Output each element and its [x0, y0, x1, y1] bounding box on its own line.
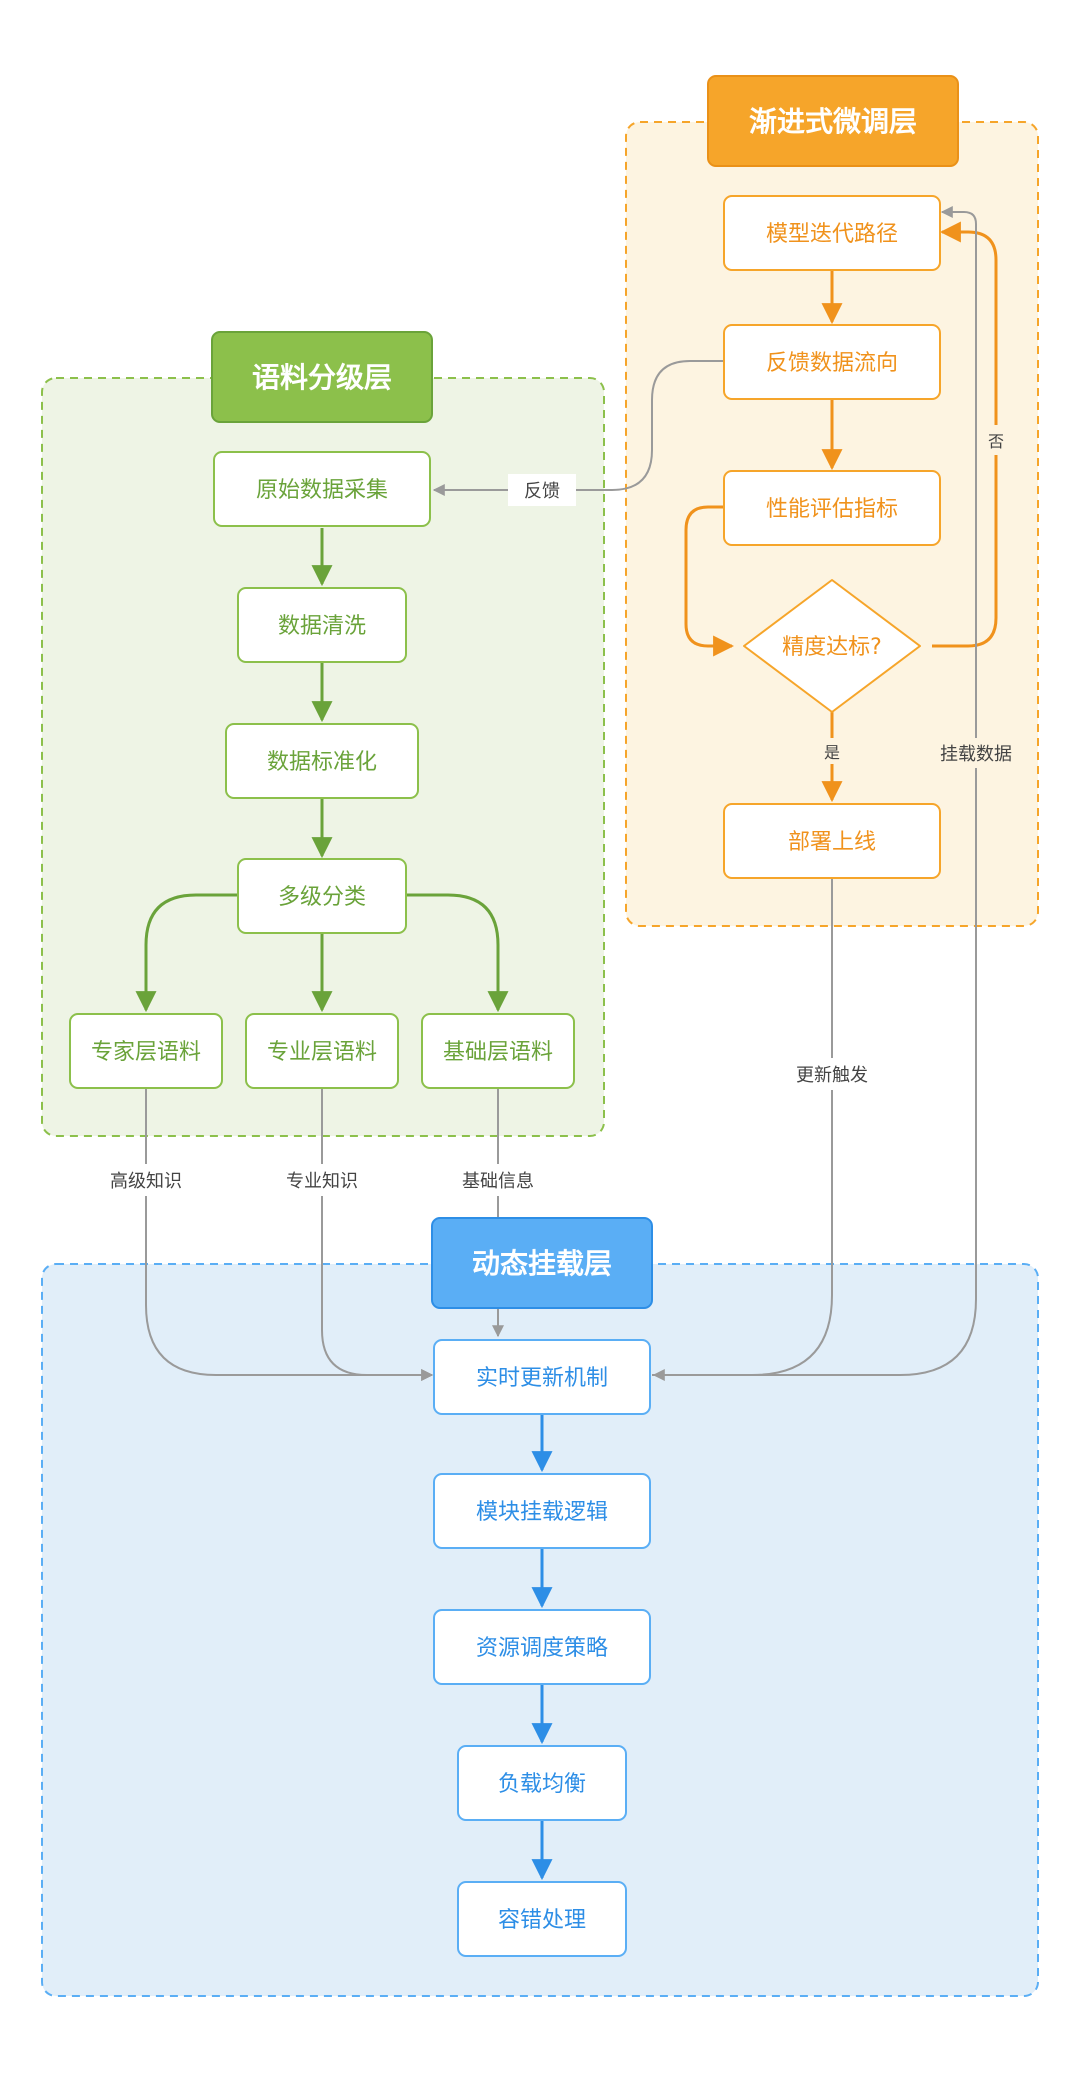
node-multi-classify-label: 多级分类 [278, 885, 366, 910]
node-clean-label: 数据清洗 [278, 614, 366, 639]
node-module-mount-label: 模块挂载逻辑 [476, 1500, 608, 1525]
edge-pro-to-realtime [321, 1088, 434, 1381]
edge-label-pro-knowledge: 专业知识 [286, 1171, 358, 1192]
node-accuracy-check-label: 精度达标? [782, 635, 882, 660]
finetune-layer-title: 渐进式微调层 [707, 75, 959, 167]
node-realtime-update: 实时更新机制 [433, 1339, 651, 1415]
edge-classify-to-base [404, 893, 509, 1013]
node-standardize: 数据标准化 [225, 723, 419, 799]
node-base-corpus-label: 基础层语料 [443, 1040, 553, 1065]
node-base-corpus: 基础层语料 [421, 1013, 575, 1089]
edge-label-no: 否 [988, 432, 1004, 451]
corpus-layer-title: 语料分级层 [211, 331, 433, 423]
edge-feedback-to-collect [432, 360, 726, 496]
node-resource-sched: 资源调度策略 [433, 1609, 651, 1685]
edge-label-base-info: 基础信息 [462, 1171, 534, 1192]
edge-label-no-group: 否 [986, 425, 1006, 455]
edge-label-feedback-group: 反馈 [508, 474, 576, 506]
edge-mount-data-to-iter [652, 206, 977, 1376]
edge-deploy-to-realtime [652, 878, 833, 1381]
node-realtime-update-label: 实时更新机制 [476, 1366, 608, 1391]
node-raw-collect-label: 原始数据采集 [256, 478, 388, 503]
node-module-mount: 模块挂载逻辑 [433, 1473, 651, 1549]
edge-label-base-info-group: 基础信息 [450, 1164, 546, 1196]
node-expert-corpus: 专家层语料 [69, 1013, 223, 1089]
edge-label-mount-data-group: 挂载数据 [930, 738, 1022, 768]
node-load-balance-label: 负载均衡 [498, 1772, 586, 1797]
node-accuracy-check: 精度达标? [743, 579, 921, 713]
edge-label-feedback: 反馈 [524, 481, 560, 502]
node-clean: 数据清洗 [237, 587, 407, 663]
node-raw-collect: 原始数据采集 [213, 451, 431, 527]
node-deploy: 部署上线 [723, 803, 941, 879]
edge-label-advanced-knowledge: 高级知识 [110, 1171, 182, 1192]
edge-classify-to-expert [135, 893, 240, 1013]
node-load-balance: 负载均衡 [457, 1745, 627, 1821]
node-expert-corpus-label: 专家层语料 [91, 1040, 201, 1065]
node-pro-corpus: 专业层语料 [245, 1013, 399, 1089]
node-fault-tolerance: 容错处理 [457, 1881, 627, 1957]
node-perf-metric-label: 性能评估指标 [766, 497, 898, 522]
mount-layer-title-text: 动态挂载层 [472, 1247, 612, 1280]
edge-label-update-trigger: 更新触发 [796, 1065, 868, 1086]
edge-expert-to-realtime [145, 1088, 434, 1381]
mount-layer-title: 动态挂载层 [431, 1217, 653, 1309]
node-multi-classify: 多级分类 [237, 858, 407, 934]
node-resource-sched-label: 资源调度策略 [476, 1636, 608, 1661]
edge-label-yes-group: 是 [818, 738, 846, 764]
node-fault-tolerance-label: 容错处理 [498, 1908, 586, 1933]
node-perf-metric: 性能评估指标 [723, 470, 941, 546]
edge-label-yes: 是 [824, 743, 840, 762]
node-pro-corpus-label: 专业层语料 [267, 1040, 377, 1065]
finetune-layer-title-text: 渐进式微调层 [749, 105, 917, 138]
node-deploy-label: 部署上线 [788, 830, 876, 855]
edge-label-mount-data: 挂载数据 [940, 744, 1012, 765]
edge-label-pro-knowledge-group: 专业知识 [274, 1164, 370, 1196]
node-standardize-label: 数据标准化 [267, 750, 377, 775]
edge-label-update-trigger-group: 更新触发 [784, 1058, 880, 1090]
node-feedback-flow: 反馈数据流向 [723, 324, 941, 400]
node-iter-path: 模型迭代路径 [723, 195, 941, 271]
node-iter-path-label: 模型迭代路径 [766, 222, 898, 247]
edge-label-advanced-knowledge-group: 高级知识 [98, 1164, 194, 1196]
node-feedback-flow-label: 反馈数据流向 [766, 351, 898, 376]
edge-perf-to-check [684, 505, 735, 657]
corpus-layer-title-text: 语料分级层 [252, 361, 392, 394]
